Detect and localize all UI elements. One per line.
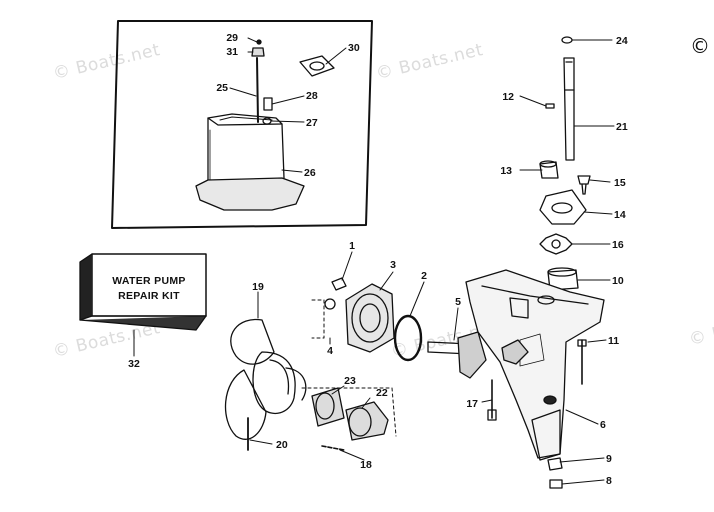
callout-11: 11 bbox=[608, 335, 619, 347]
callout-18: 18 bbox=[360, 459, 372, 471]
gearcase-group bbox=[465, 269, 605, 489]
callout-labels: 29 31 30 25 28 27 26 24 12 21 13 15 14 1… bbox=[128, 32, 628, 487]
shift-rod-ball bbox=[256, 39, 262, 45]
callout-29: 29 bbox=[226, 32, 238, 44]
bearing-carrier-group bbox=[311, 277, 423, 362]
callout-15: 15 bbox=[614, 177, 626, 189]
callout-24: 24 bbox=[616, 35, 628, 47]
drain-washer bbox=[547, 457, 563, 471]
callout-1: 1 bbox=[349, 240, 355, 252]
callout-14: 14 bbox=[614, 209, 626, 221]
impeller-plate bbox=[547, 269, 579, 291]
gearcase-housing bbox=[465, 269, 605, 459]
repair-kit-box bbox=[79, 253, 207, 331]
driveshaft-pin bbox=[545, 103, 555, 109]
callout-30: 30 bbox=[348, 42, 360, 54]
gasket bbox=[299, 55, 335, 77]
driveshaft-group bbox=[539, 36, 591, 291]
gearcase-skeg bbox=[531, 409, 561, 461]
callout-16: 16 bbox=[612, 239, 624, 251]
callout-28: 28 bbox=[306, 90, 318, 102]
callout-31: 31 bbox=[226, 46, 238, 58]
callout-19: 19 bbox=[252, 281, 264, 293]
carrier-o-ring bbox=[393, 314, 423, 362]
shift-rod bbox=[256, 57, 259, 123]
propeller-blade-right bbox=[285, 367, 307, 401]
copyright-icon: © bbox=[690, 34, 710, 58]
bushing bbox=[263, 97, 273, 111]
pinion-gear bbox=[501, 339, 529, 365]
pump-housing-screw bbox=[577, 175, 591, 195]
seal bbox=[262, 117, 272, 125]
callout-10: 10 bbox=[612, 275, 624, 287]
driveshaft-o-ring bbox=[561, 36, 573, 44]
drain-screw bbox=[549, 479, 563, 489]
callout-8: 8 bbox=[606, 475, 612, 487]
drive-gear bbox=[457, 331, 487, 379]
callout-2: 2 bbox=[421, 270, 427, 282]
exhaust-housing-flange bbox=[195, 177, 305, 211]
callout-27: 27 bbox=[306, 117, 318, 129]
propeller-nut bbox=[345, 401, 389, 441]
callout-20: 20 bbox=[276, 439, 288, 451]
prop-hardware-group bbox=[301, 387, 397, 451]
callout-9: 9 bbox=[606, 453, 612, 465]
callout-17: 17 bbox=[466, 398, 478, 410]
callout-32: 32 bbox=[128, 358, 140, 370]
callout-26: 26 bbox=[304, 167, 316, 179]
propeller-hub bbox=[252, 351, 296, 415]
callout-4: 4 bbox=[327, 345, 333, 357]
callout-13: 13 bbox=[500, 165, 512, 177]
callout-5: 5 bbox=[455, 296, 461, 308]
propeller-blade-top bbox=[230, 318, 275, 365]
repair-kit-label-line2: REPAIR KIT bbox=[118, 290, 180, 302]
shift-rod-grommet bbox=[251, 47, 265, 57]
callout-22: 22 bbox=[376, 387, 388, 399]
exhaust-housing-group bbox=[111, 20, 373, 229]
carrier-washer bbox=[324, 298, 336, 310]
exhaust-box-frame bbox=[111, 20, 373, 229]
propshaft-group bbox=[427, 331, 529, 421]
repair-kit-label-line1: WATER PUMP bbox=[112, 275, 186, 287]
driveshaft bbox=[563, 57, 575, 161]
carrier-screw bbox=[331, 277, 347, 291]
impeller-plate-cup bbox=[539, 161, 559, 179]
leader-lines bbox=[133, 37, 615, 485]
propeller-group bbox=[224, 318, 307, 451]
impeller bbox=[539, 233, 573, 255]
callout-12: 12 bbox=[502, 91, 514, 103]
shear-pin bbox=[321, 445, 345, 451]
propeller-blade-bottom bbox=[224, 369, 267, 440]
callout-6: 6 bbox=[600, 419, 606, 431]
callout-23: 23 bbox=[344, 375, 356, 387]
callout-25: 25 bbox=[216, 82, 228, 94]
pump-housing bbox=[539, 189, 587, 225]
callout-21: 21 bbox=[616, 121, 628, 133]
callout-3: 3 bbox=[390, 259, 396, 271]
